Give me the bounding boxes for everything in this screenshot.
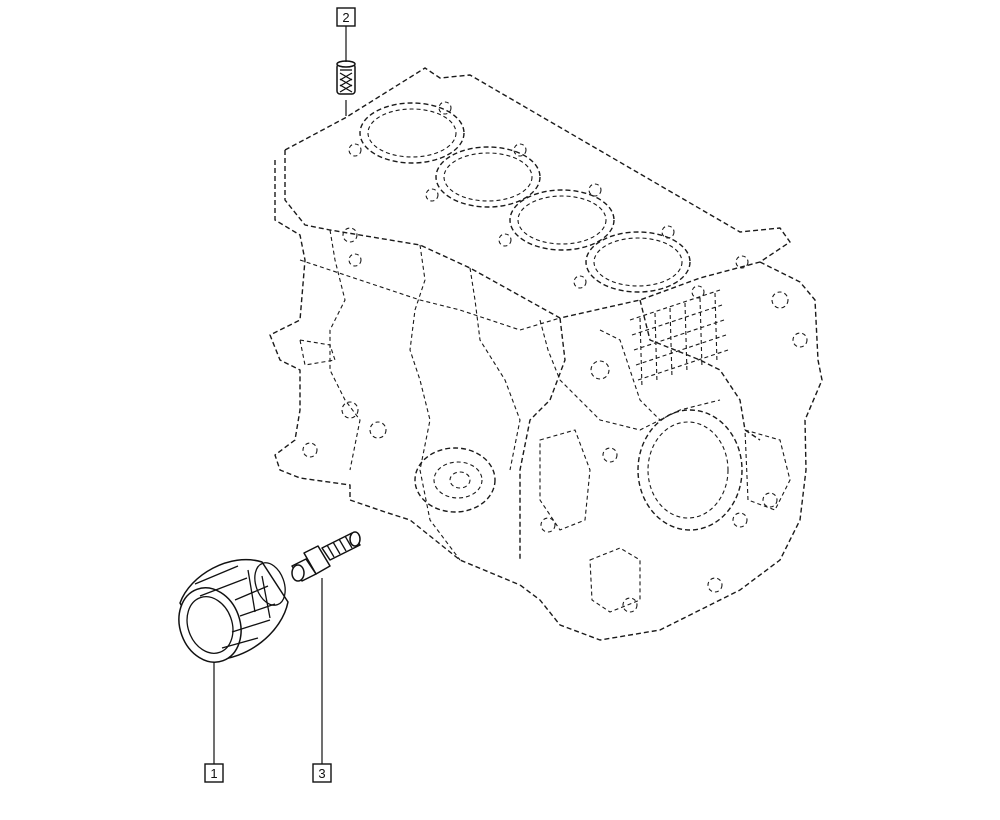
oil-gallery-plug (336, 60, 356, 95)
callout-3: 3 (312, 578, 332, 783)
engine-block-outline (269, 67, 823, 641)
oil-filter (178, 558, 289, 663)
callout-1: 1 (204, 662, 224, 783)
callout-2: 2 (336, 7, 356, 116)
callout-2-label: 2 (342, 10, 349, 25)
callout-3-label: 3 (318, 766, 325, 781)
callout-1-label: 1 (210, 766, 217, 781)
oil-filter-stud (291, 531, 361, 582)
